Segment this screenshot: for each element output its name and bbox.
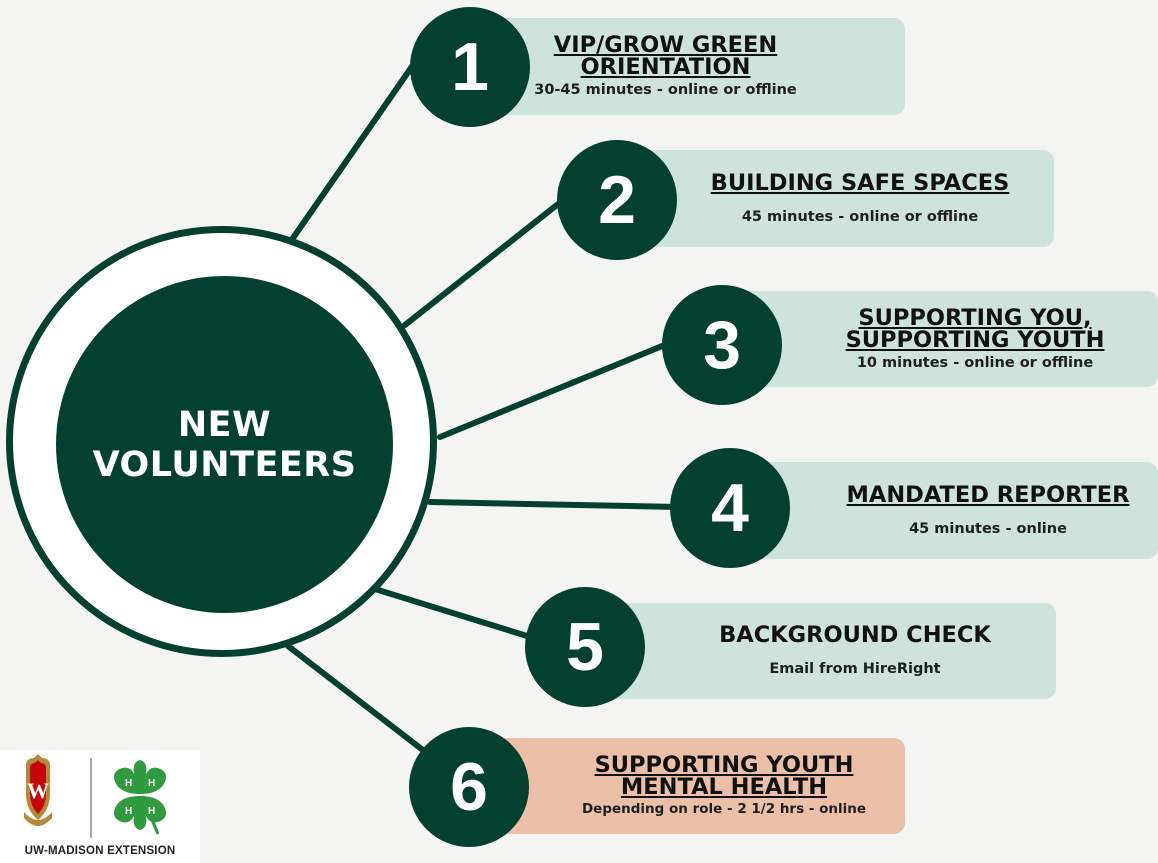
svg-text:H: H: [125, 778, 132, 789]
step-number-2: 2: [557, 140, 677, 260]
connector-line-1: [290, 52, 423, 241]
step-number-4: 4: [670, 448, 790, 568]
uw-crest-icon: W: [24, 754, 52, 826]
step-card-1: VIP/GROW GREEN ORIENTATION 30-45 minutes…: [472, 18, 905, 115]
step-card-5: BACKGROUND CHECK Email from HireRight: [587, 603, 1056, 699]
step-card-6: SUPPORTING YOUTH MENTAL HEALTH Depending…: [474, 738, 905, 834]
step-subtitle-3: 10 minutes - online or offline: [856, 354, 1094, 371]
step-title-6: SUPPORTING YOUTH MENTAL HEALTH: [594, 752, 854, 800]
step-subtitle-2: 45 minutes - online or offline: [741, 208, 979, 225]
step-subtitle-4: 45 minutes - online: [909, 520, 1067, 537]
step-number-6: 6: [409, 727, 529, 847]
connector-line-4: [427, 499, 682, 510]
step-card-3: SUPPORTING YOU, SUPPORTING YOUTH 10 minu…: [725, 291, 1158, 387]
svg-text:H: H: [125, 806, 132, 817]
step-title-2: BUILDING SAFE SPACES: [710, 169, 1010, 196]
step-subtitle-5: Email from HireRight: [769, 661, 941, 677]
connector-line-2: [402, 194, 570, 328]
step-number-3: 3: [662, 285, 782, 405]
step-number-1: 1: [410, 7, 530, 127]
svg-text:H: H: [148, 806, 155, 817]
hub-title: NEW VOLUNTEERS: [92, 404, 357, 485]
step-subtitle-1: 30-45 minutes - online or offline: [534, 82, 797, 98]
step-card-2: BUILDING SAFE SPACES 45 minutes - online…: [620, 150, 1054, 247]
connector-line-6: [285, 643, 431, 757]
logo-caption: UW-MADISON EXTENSION: [24, 845, 176, 857]
svg-text:H: H: [148, 778, 155, 789]
connector-line-3: [437, 339, 675, 440]
step-subtitle-6: Depending on role - 2 1/2 hrs - online: [581, 801, 867, 817]
svg-text:W: W: [27, 778, 49, 803]
step-card-4: MANDATED REPORTER 45 minutes - online: [733, 462, 1158, 559]
step-title-3: SUPPORTING YOU, SUPPORTING YOUTH: [845, 304, 1105, 353]
step-title-1: VIP/GROW GREEN ORIENTATION: [553, 32, 778, 80]
step-title-5: BACKGROUND CHECK: [719, 622, 991, 648]
hub-circle: NEW VOLUNTEERS: [56, 276, 393, 613]
uw-madison-extension-logo: W H H H H UW-MADISON EXTENSION: [0, 750, 200, 863]
step-title-4: MANDATED REPORTER: [846, 481, 1130, 508]
four-h-clover-icon: H H H H: [114, 760, 166, 835]
step-number-5: 5: [525, 587, 645, 707]
connector-line-5: [372, 586, 543, 643]
